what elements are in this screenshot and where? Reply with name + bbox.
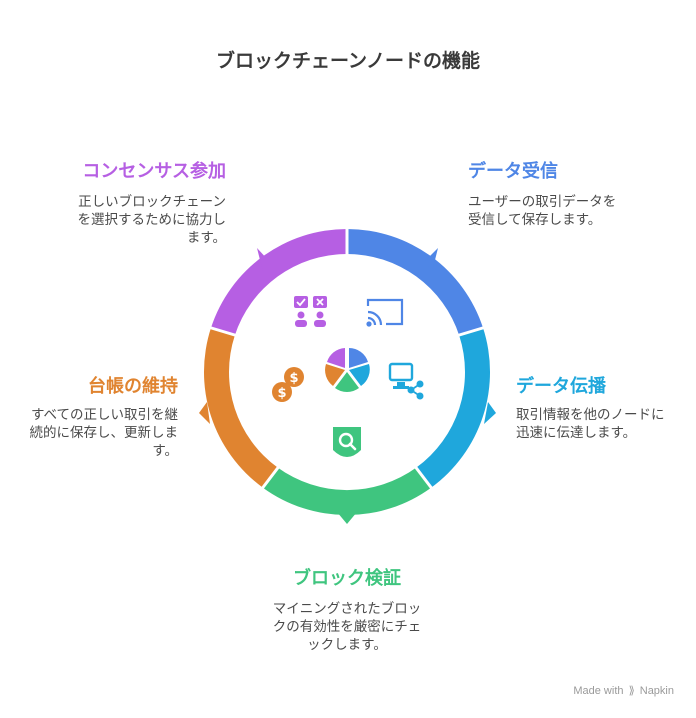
label-desc-ledger: すべての正しい取引を継続的に保存し、更新します。 [29, 407, 179, 459]
label-title-ledger: 台帳の維持 [88, 376, 178, 397]
ring-segment-verify [262, 467, 432, 516]
label-title-propagate: データ伝播 [516, 376, 606, 397]
ring-arrow-receive [425, 248, 438, 272]
page-title: ブロックチェーンノードの機能 [215, 50, 481, 72]
svg-text:$: $ [289, 371, 298, 386]
label-desc-receive: ユーザーの取引データを受信して保存します。 [468, 194, 617, 228]
credit-brand: Napkin [639, 685, 674, 697]
ring-segment-propagate [416, 327, 491, 488]
ring-arrow-propagate [484, 402, 496, 424]
cast-icon [366, 298, 404, 327]
label-desc-propagate: 取引情報を他のノードに迅速に伝達します。 [516, 407, 665, 441]
label-desc-consensus: 正しいブロックチェーンを選択するために協力します。 [77, 194, 227, 246]
ring [199, 226, 496, 524]
shield-search-icon [333, 427, 361, 457]
napkin-credit[interactable]: Made with ⟫ Napkin [573, 684, 674, 697]
label-title-verify: ブロック検証 [293, 568, 401, 589]
label-title-receive: データ受信 [468, 161, 558, 182]
center-pie-icon [325, 348, 370, 393]
network-share-icon [388, 362, 424, 400]
napkin-logo-icon: ⟫ [628, 685, 635, 697]
ring-segment-consensus [211, 229, 347, 336]
label-desc-verify: マイニングされたブロックの有効性を厳密にチェックします。 [272, 601, 422, 653]
label-title-consensus: コンセンサス参加 [82, 161, 226, 182]
coins-icon: $ $ [272, 367, 304, 402]
vote-icon [294, 296, 327, 327]
ring-segment-ledger [203, 327, 278, 488]
credit-made-with: Made with [573, 685, 624, 697]
ring-arrow-verify [337, 512, 357, 524]
ring-arrow-ledger [199, 402, 210, 424]
ring-segment-receive [347, 229, 483, 336]
ring-arrow-consensus [257, 248, 269, 272]
svg-text:$: $ [277, 386, 286, 401]
